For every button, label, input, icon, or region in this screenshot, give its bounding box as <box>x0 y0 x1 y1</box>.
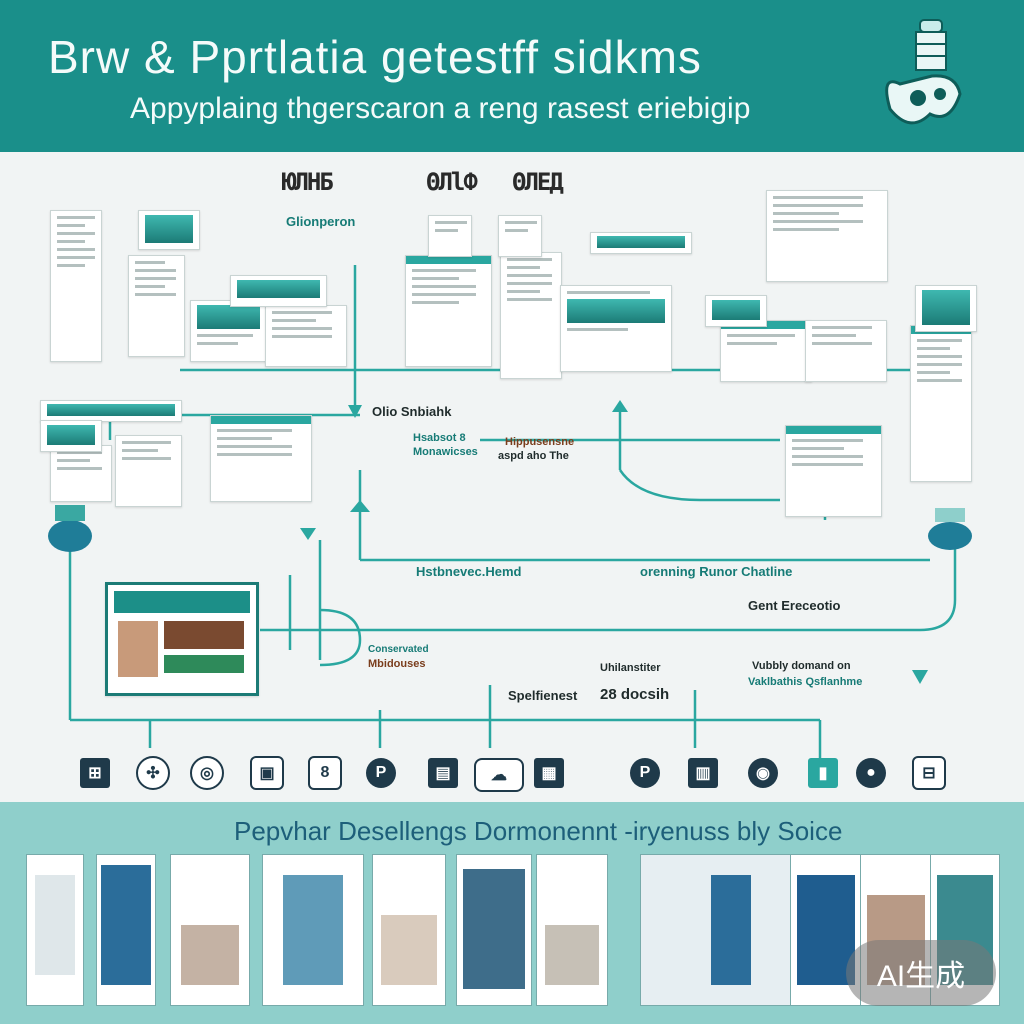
building-photo <box>262 854 364 1006</box>
building-photo <box>170 854 250 1006</box>
network-icon: ⊞ <box>80 758 110 788</box>
doc-card <box>785 425 882 517</box>
ai-generated-watermark: AI生成 <box>846 940 996 1006</box>
document-icon: ▥ <box>688 758 718 788</box>
doc-card <box>498 215 542 257</box>
lighthouse-mascot-icon <box>885 19 962 125</box>
diagram-sublabel: Glionperon <box>286 214 356 229</box>
label-opening: orenning Runor Chatline <box>640 564 793 579</box>
badge-icon: 8 <box>308 756 342 790</box>
pin-icon: P <box>366 758 396 788</box>
grid-icon: ▦ <box>534 758 564 788</box>
label-right-b: aspd aho The <box>498 450 569 462</box>
doc-card <box>766 190 888 282</box>
heading-right: ΘЛЕД <box>512 168 564 196</box>
label-center-a: Hsabsot 8 <box>413 432 466 444</box>
cloud-icon: ☁ <box>474 758 524 792</box>
doc-card <box>40 420 102 452</box>
doc-card <box>500 252 562 379</box>
label-gent: Gent Ereceotio <box>748 598 841 613</box>
doc-card <box>128 255 185 357</box>
secure-icon: ⊟ <box>912 756 946 790</box>
switch-icon: ▮ <box>808 758 838 788</box>
building-photo <box>96 854 156 1006</box>
label-bottom-b: Vubbly domand on <box>752 660 851 672</box>
doc-card <box>40 400 182 422</box>
heading-mid: ΘЛlФ <box>426 168 478 196</box>
lock-icon: ▣ <box>250 756 284 790</box>
doc-card <box>50 445 112 502</box>
building-photo <box>640 854 792 1006</box>
dot-icon: ● <box>856 758 886 788</box>
doc-card <box>560 285 672 372</box>
compass-icon: ✣ <box>136 756 170 790</box>
building-photo <box>456 854 532 1006</box>
page-title: Brw & Pprtlatia getestff sidkms <box>48 31 702 83</box>
label-ollo: Olio Snbiahk <box>372 404 452 419</box>
doc-card <box>405 255 492 367</box>
label-conc-a: Conservated <box>368 644 429 655</box>
photo-panel <box>105 582 259 696</box>
footer-band: Pepvhar Desellengs Dormonennt -iryenuss … <box>0 802 1024 1024</box>
label-flow: Hstbnevec.Hemd <box>416 564 522 579</box>
doc-card <box>230 275 327 307</box>
doc-card <box>428 215 472 257</box>
building-photo <box>372 854 446 1006</box>
building-photo <box>536 854 608 1006</box>
doc-card <box>910 325 972 482</box>
globe-icon: ◎ <box>190 756 224 790</box>
label-docs: 28 docsih <box>600 686 670 703</box>
label-bottom-c: Vaklbathis Qsflanhme <box>748 676 863 688</box>
label-conc-b: Mbidouses <box>368 658 426 670</box>
label-right-a: Hippusensne <box>505 436 575 448</box>
doc-card <box>590 232 692 254</box>
doc-card <box>190 300 267 362</box>
doc-card <box>705 295 767 327</box>
building-icon: ▤ <box>428 758 458 788</box>
doc-card <box>50 210 102 362</box>
doc-card <box>210 415 312 502</box>
building-photo <box>790 854 862 1006</box>
doc-card <box>805 320 887 382</box>
heading-left: ЮЛНБ <box>282 168 334 196</box>
label-spel: Spelfienest <box>508 688 578 703</box>
label-center-b: Monawicses <box>413 446 478 458</box>
doc-card <box>915 285 977 332</box>
page-subtitle: Appyplaing thgerscaron a reng rasest eri… <box>130 92 751 125</box>
doc-card <box>265 305 347 367</box>
building-photo <box>26 854 84 1006</box>
doc-card <box>720 320 812 382</box>
play-icon: P <box>630 758 660 788</box>
doc-card <box>115 435 182 507</box>
doc-card <box>138 210 200 250</box>
header-banner: Brw & Pprtlatia getestff sidkms Appyplai… <box>0 0 1024 152</box>
icon-row: ⊞ ✣ ◎ ▣ 8 P ▤ ☁ ▦ P ▥ ◉ ▮ ● ⊟ <box>0 748 1024 798</box>
label-bottom-a: Uhilanstiter <box>600 662 661 674</box>
connector-lines <box>48 265 972 784</box>
target-icon: ◉ <box>748 758 778 788</box>
footer-title: Pepvhar Desellengs Dormonennt -iryenuss … <box>234 816 843 846</box>
